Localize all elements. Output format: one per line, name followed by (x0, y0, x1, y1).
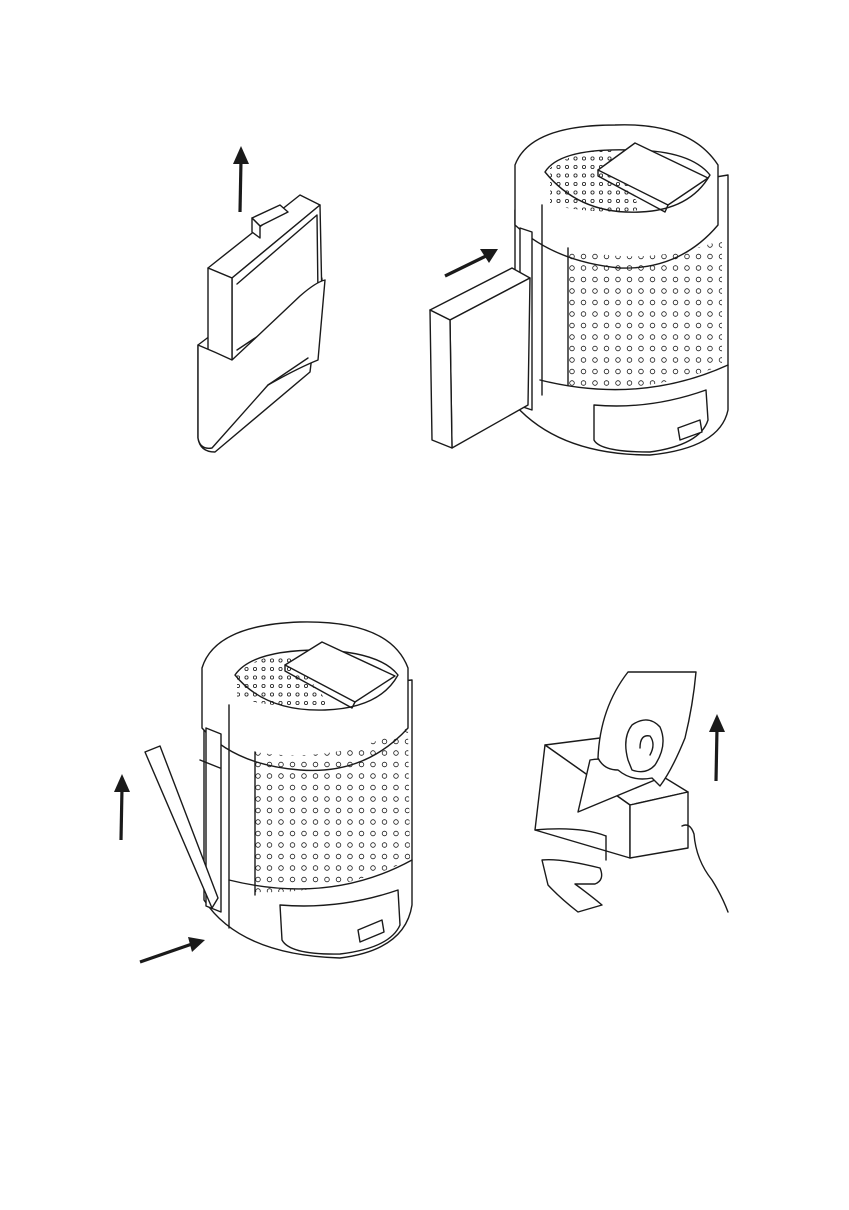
filter-unwrap-figure (535, 672, 728, 912)
filter-removal-figure (198, 146, 325, 452)
filter-insertion-figure (430, 125, 728, 455)
arrow-up-icon (114, 774, 130, 840)
arrow-up-icon (233, 146, 249, 212)
arrow-diagonal-icon (445, 249, 498, 276)
arrow-up-icon (709, 714, 725, 781)
filter-cover-removal-figure (114, 622, 412, 962)
arrow-diagonal-icon (140, 937, 205, 962)
